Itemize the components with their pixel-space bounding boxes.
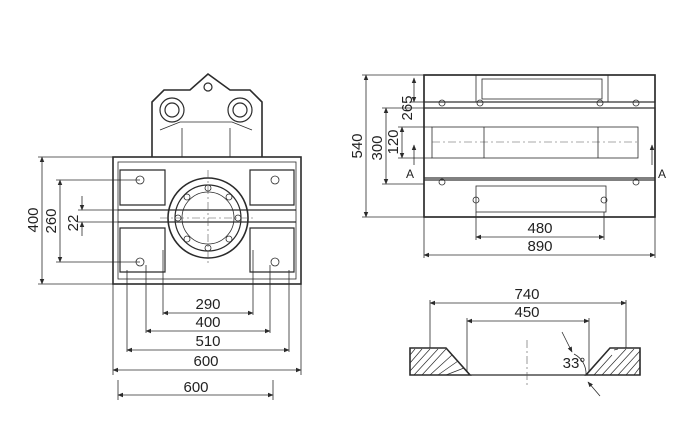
- dim-22-height: 22: [65, 215, 82, 232]
- section-mark-left: A: [406, 167, 414, 181]
- dim-890: 890: [527, 238, 552, 255]
- dim-290: 290: [195, 296, 220, 313]
- section-right-block: [584, 347, 641, 376]
- front-body: [112, 156, 302, 285]
- dim-265-height: 265: [399, 95, 416, 120]
- lifting-hole-left: [159, 97, 185, 123]
- front-view: 290 400 510 600 600 400 260 22: [25, 72, 302, 400]
- dim-260-height: 260: [43, 208, 60, 233]
- lifting-bracket: [151, 72, 263, 157]
- dim-600-inner: 600: [193, 353, 218, 370]
- section-mark-right: A: [658, 167, 666, 181]
- dim-300-height: 300: [369, 135, 386, 160]
- dim-510: 510: [195, 333, 220, 350]
- lifting-hole-left-inner: [164, 102, 180, 118]
- dim-400-height: 400: [25, 207, 42, 232]
- dim-400: 400: [195, 314, 220, 331]
- lifting-eye: [203, 82, 213, 92]
- section-view: 740 450 33°: [409, 286, 641, 397]
- lifting-hole-right: [227, 97, 253, 123]
- dim-740: 740: [514, 286, 539, 303]
- dim-600-outer: 600: [183, 379, 208, 396]
- lifting-hole-right-inner: [232, 102, 248, 118]
- side-body: [423, 74, 656, 218]
- angle-33: 33°: [563, 355, 586, 372]
- side-view: A A 540 300 120 265 480 890: [349, 74, 666, 258]
- dim-480: 480: [527, 220, 552, 237]
- dim-450: 450: [514, 304, 539, 321]
- dim-120-height: 120: [385, 129, 402, 154]
- dim-540-height: 540: [349, 133, 366, 158]
